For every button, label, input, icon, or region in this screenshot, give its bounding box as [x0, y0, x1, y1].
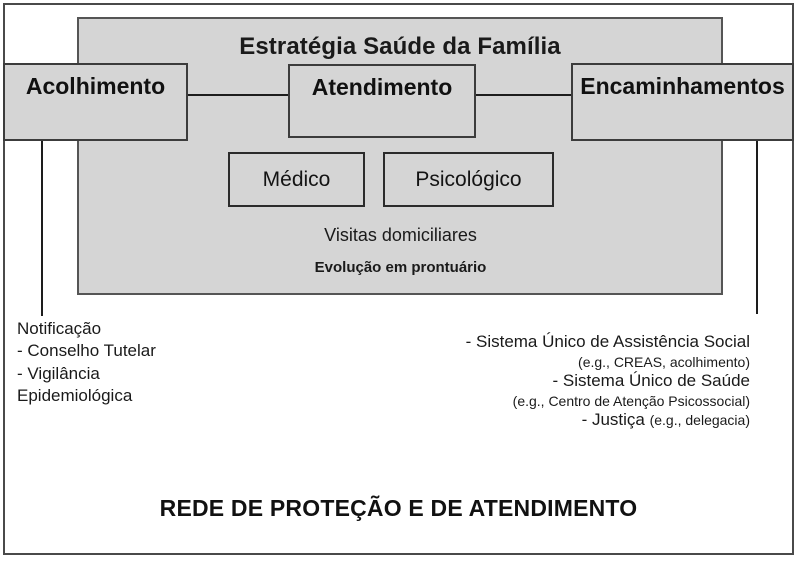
network-right-line-4: (e.g., Centro de Atenção Psicossocial) [512, 392, 750, 409]
node-encaminhamentos: Encaminhamentos [571, 63, 794, 141]
network-right-line-5: - Justiça (e.g., delegacia) [420, 410, 750, 431]
connector-atendimento-encaminhamentos [475, 94, 572, 96]
network-right-line-1: - Sistema Único de Assistência Social [465, 332, 750, 351]
node-atendimento-label: Atendimento [311, 74, 453, 100]
network-right-list: - Sistema Único de Assistência Social (e… [420, 332, 750, 431]
network-left-list: Notificação - Conselho Tutelar - Vigilân… [17, 318, 317, 407]
network-right-line-2: (e.g., CREAS, acolhimento) [578, 353, 750, 370]
note-visitas-domiciliares: Visitas domiciliares [324, 225, 477, 245]
node-encaminhamentos-label: Encaminhamentos [580, 73, 785, 99]
node-medico-label: Médico [262, 167, 331, 191]
node-medico: Médico [228, 152, 365, 207]
note-evolucao-prontuario: Evolução em prontuário [314, 259, 487, 276]
drop-line-right [756, 141, 758, 314]
node-acolhimento: Acolhimento [3, 63, 188, 141]
network-left-line-3: - Vigilância [17, 363, 100, 383]
node-psicologico: Psicológico [383, 152, 554, 207]
drop-line-left [41, 141, 43, 316]
connector-acolhimento-atendimento [188, 94, 289, 96]
node-atendimento: Atendimento [288, 64, 476, 138]
node-psicologico-label: Psicológico [415, 167, 522, 191]
network-left-line-2: - Conselho Tutelar [17, 341, 156, 361]
network-left-line-1: Notificação [17, 319, 102, 338]
network-right-line-5-small: (e.g., delegacia) [649, 411, 750, 428]
network-right-line-3: - Sistema Único de Saúde [552, 370, 751, 390]
network-right-line-5-main: - Justiça [581, 409, 650, 429]
bottom-caption: REDE DE PROTEÇÃO E DE ATENDIMENTO [159, 495, 638, 521]
esf-panel-title: Estratégia Saúde da Família [239, 33, 561, 60]
network-left-line-4: Epidemiológica [17, 385, 133, 405]
node-acolhimento-label: Acolhimento [25, 73, 166, 99]
